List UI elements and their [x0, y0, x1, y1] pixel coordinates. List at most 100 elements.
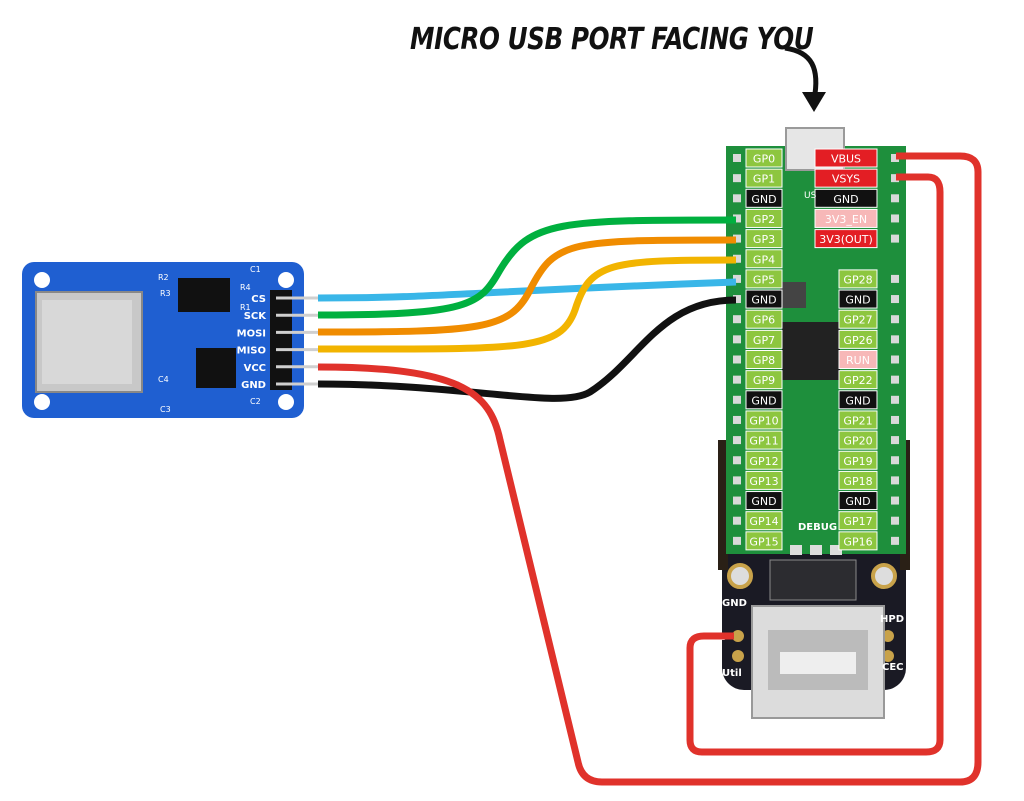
- sd-pin-label: SCK: [244, 311, 268, 322]
- component-label: C1: [250, 265, 261, 274]
- pin-gp22: GP22: [838, 370, 899, 390]
- pin-gp7: GP7: [733, 329, 783, 349]
- pin-gp1: GP1: [733, 168, 783, 188]
- pin-label: GP0: [753, 153, 775, 166]
- pin-label: GP22: [843, 374, 872, 387]
- pin-label: GP17: [843, 515, 872, 528]
- wire-vsys: [686, 173, 944, 756]
- pin-label: GP21: [843, 414, 872, 427]
- pin-label: GP12: [749, 455, 778, 468]
- pin-gp0: GP0: [733, 148, 783, 168]
- pin-gp2: GP2: [733, 208, 783, 228]
- hdmi-label: GND: [722, 598, 747, 609]
- pin-gp3: GP3: [733, 229, 783, 249]
- pin-label: GP13: [749, 475, 778, 488]
- component-label: R2: [158, 273, 169, 282]
- pin-gp5: GP5: [733, 269, 783, 289]
- hdmi-label: HPD: [880, 614, 904, 625]
- component-label: C2: [250, 397, 261, 406]
- pin-gnd: GND: [733, 390, 783, 410]
- pin-3v3-en: 3V3_EN: [814, 208, 899, 228]
- pin-label: GP6: [753, 314, 775, 327]
- pin-label: GP28: [843, 273, 872, 286]
- pin-gnd: GND: [838, 491, 899, 511]
- pin-label: VBUS: [831, 153, 861, 166]
- sd-pin-label: GND: [241, 380, 266, 391]
- pin-label: GP16: [843, 535, 872, 548]
- pin-gp12: GP12: [733, 450, 783, 470]
- pin-gp4: GP4: [733, 249, 783, 269]
- pin-label: GP19: [843, 455, 872, 468]
- pin-gp15: GP15: [733, 531, 783, 551]
- pin-gp26: GP26: [838, 329, 899, 349]
- pin-gnd: GND: [838, 289, 899, 309]
- pin-gp21: GP21: [838, 410, 899, 430]
- pin-label: GP3: [753, 233, 775, 246]
- pin-label: GP26: [843, 334, 872, 347]
- pin-label: GND: [751, 193, 776, 206]
- wires: [317, 152, 982, 786]
- pin-gnd: GND: [733, 289, 783, 309]
- component-label: C3: [160, 405, 171, 414]
- hdmi-label: Util: [722, 668, 742, 679]
- pin-label: GND: [751, 495, 776, 508]
- pin-gp18: GP18: [838, 470, 899, 490]
- wire-gnd: [317, 296, 737, 402]
- pin-label: GP1: [753, 173, 775, 186]
- pin-label: GP14: [749, 515, 778, 528]
- pin-gp10: GP10: [733, 410, 783, 430]
- hdmi-label: CEC: [882, 662, 904, 673]
- pin-label: GP11: [749, 435, 778, 448]
- pin-label: GP10: [749, 414, 778, 427]
- pin-gp17: GP17: [838, 511, 899, 531]
- pin-gnd: GND: [814, 188, 899, 208]
- pin-label: GP9: [753, 374, 775, 387]
- pin-label: GP15: [749, 535, 778, 548]
- pin-label: GND: [833, 193, 858, 206]
- debug-label: DEBUG: [798, 522, 837, 533]
- pin-gp16: GP16: [838, 531, 899, 551]
- pin-label: GND: [751, 294, 776, 307]
- pin-gnd: GND: [838, 390, 899, 410]
- pin-label: GP27: [843, 314, 872, 327]
- pin-label: 3V3_EN: [825, 213, 867, 226]
- wire-sck: [317, 216, 737, 319]
- usb-label: US: [804, 191, 817, 201]
- pin-label: GP20: [843, 435, 872, 448]
- pin-label: GP5: [753, 273, 775, 286]
- pin-gp6: GP6: [733, 309, 783, 329]
- component-label: R4: [240, 283, 251, 292]
- pin-run: RUN: [838, 350, 899, 369]
- pin-label: GP4: [753, 253, 775, 266]
- arrow-head-icon: [802, 92, 826, 112]
- pin-label: GND: [845, 495, 870, 508]
- pin-gp20: GP20: [838, 430, 899, 450]
- pin-gnd: GND: [733, 491, 783, 511]
- pin-label: 3V3(OUT): [819, 233, 873, 246]
- pin-gp19: GP19: [838, 450, 899, 470]
- pin-gp27: GP27: [838, 309, 899, 329]
- pin-gp14: GP14: [733, 511, 783, 531]
- wire-vcc: [317, 152, 982, 786]
- pin-gp8: GP8: [733, 350, 783, 369]
- pin-label: GND: [845, 394, 870, 407]
- component-label: C4: [158, 375, 169, 384]
- component-label: R3: [160, 289, 171, 298]
- sd-pin-label: VCC: [244, 363, 266, 374]
- pin-label: GND: [751, 394, 776, 407]
- pin-gp28: GP28: [838, 269, 899, 289]
- pin-label: GND: [845, 294, 870, 307]
- pin-label: GP8: [753, 354, 775, 367]
- arrow-down-icon: [784, 45, 819, 101]
- pin-3v3-out-: 3V3(OUT): [814, 229, 899, 249]
- pin-label: GP18: [843, 475, 872, 488]
- pin-label: GP2: [753, 213, 775, 226]
- component-label: R1: [240, 303, 251, 312]
- pin-gp9: GP9: [733, 370, 783, 390]
- pin-gnd: GND: [733, 188, 783, 208]
- sd-pin-label: MOSI: [237, 328, 266, 339]
- pico-board: GP0GP1GNDGP2GP3GP4GP5GNDGP6GP7GP8GP9GNDG…: [726, 127, 906, 555]
- wire-mosi: [317, 236, 737, 336]
